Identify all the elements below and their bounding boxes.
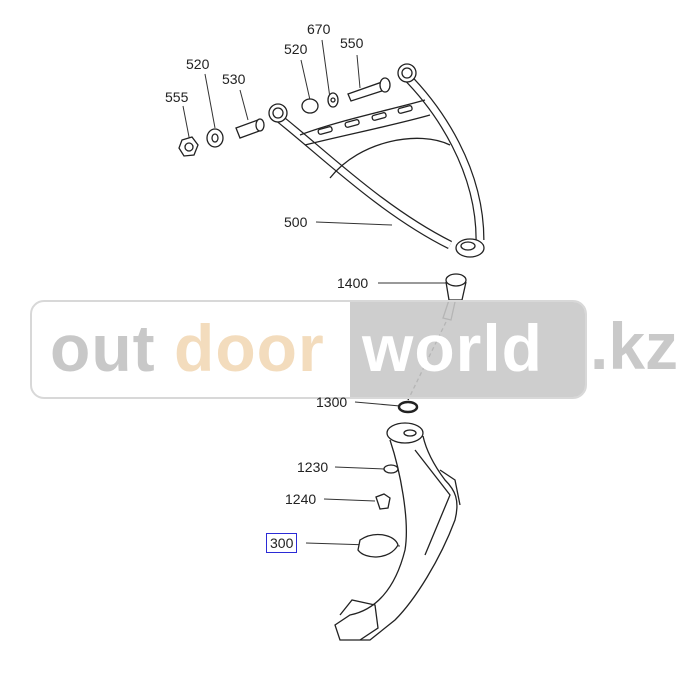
clip-1230 xyxy=(383,464,399,474)
part-label-520-right[interactable]: 520 xyxy=(284,41,308,57)
part-label-555[interactable]: 555 xyxy=(165,89,189,105)
part-label-1230[interactable]: 1230 xyxy=(297,459,329,475)
bushing-1240 xyxy=(375,493,391,510)
watermark-world: world xyxy=(362,311,543,385)
part-label-520-left[interactable]: 520 xyxy=(186,56,210,72)
bolt-550 xyxy=(347,77,391,102)
knuckle-300 xyxy=(334,422,461,641)
part-label-1300[interactable]: 1300 xyxy=(316,394,348,410)
part-label-530[interactable]: 530 xyxy=(222,71,246,87)
watermark-logo: out door world xyxy=(30,300,587,399)
part-label-670[interactable]: 670 xyxy=(307,21,331,37)
watermark-out: out xyxy=(50,311,156,385)
bushing-520 xyxy=(301,98,319,114)
watermark-door: door xyxy=(174,311,325,385)
part-label-1240[interactable]: 1240 xyxy=(285,491,317,507)
a-arm-500 xyxy=(268,63,485,258)
ring-1300 xyxy=(397,400,419,414)
part-label-500[interactable]: 500 xyxy=(284,214,308,230)
nut-555 xyxy=(178,136,199,157)
part-label-1400[interactable]: 1400 xyxy=(337,275,369,291)
watermark-kz: .kz xyxy=(590,309,679,383)
washer-520 xyxy=(206,128,224,148)
washer-670 xyxy=(327,92,339,108)
bushing-530 xyxy=(235,118,265,139)
part-label-300-highlighted[interactable]: 300 xyxy=(266,533,298,553)
watermark-right-panel xyxy=(350,302,585,397)
part-label-550[interactable]: 550 xyxy=(340,35,364,51)
